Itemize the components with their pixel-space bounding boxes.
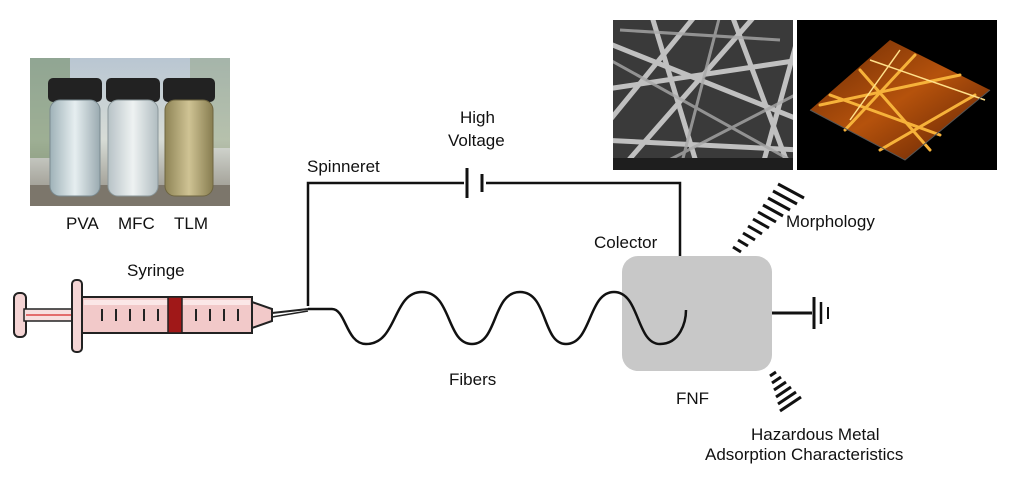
label-fibers: Fibers <box>449 370 496 389</box>
morphology-signal-icon <box>732 182 805 254</box>
label-spinneret: Spinneret <box>307 157 380 176</box>
circuit-wires <box>306 181 682 306</box>
afm-image <box>797 20 997 170</box>
label-fnf: FNF <box>676 389 709 408</box>
sem-image <box>613 20 793 170</box>
battery-icon <box>465 168 484 198</box>
label-voltage: Voltage <box>448 131 505 150</box>
syringe-icon <box>13 279 309 353</box>
label-syringe: Syringe <box>127 261 185 280</box>
label-hazardous-metal: Hazardous Metal <box>751 425 880 444</box>
label-pva: PVA <box>66 214 99 233</box>
adsorption-signal-icon <box>769 370 802 413</box>
vials-photo <box>30 58 230 206</box>
label-colector: Colector <box>594 233 658 252</box>
label-tlm: TLM <box>174 214 208 233</box>
label-morphology: Morphology <box>786 212 875 231</box>
label-high: High <box>460 108 495 127</box>
ground-icon <box>772 297 829 329</box>
label-mfc: MFC <box>118 214 155 233</box>
collector-box <box>622 256 772 371</box>
fiber-path <box>308 290 688 346</box>
label-adsorption-characteristics: Adsorption Characteristics <box>705 445 903 464</box>
